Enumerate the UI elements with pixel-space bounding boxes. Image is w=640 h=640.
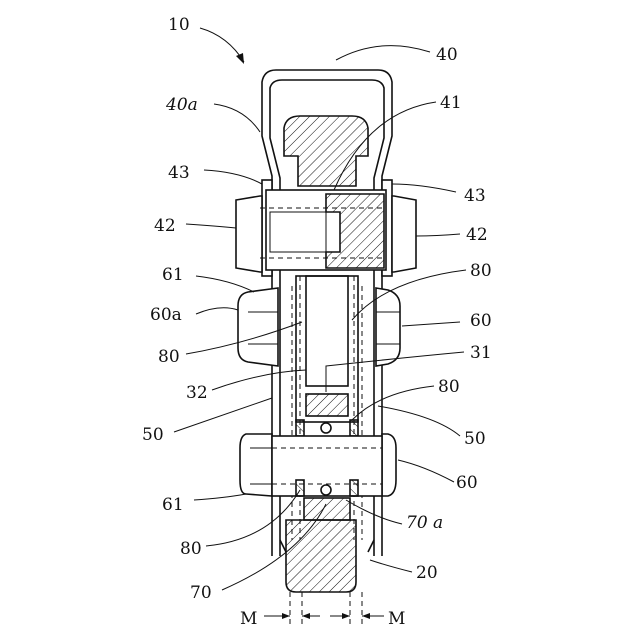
label-42-right: 42 <box>466 225 488 245</box>
label-40: 40 <box>436 45 458 65</box>
label-32: 32 <box>186 383 208 403</box>
label-20: 20 <box>416 563 438 583</box>
label-80-top: 80 <box>470 261 492 281</box>
label-70a: 70 a <box>406 513 443 533</box>
label-m-right: M <box>388 609 405 629</box>
wheel-20 <box>286 520 356 592</box>
label-60-right: 60 <box>470 311 492 331</box>
block-41 <box>284 116 368 186</box>
label-43-right: 43 <box>464 186 486 206</box>
label-61-top: 61 <box>162 265 184 285</box>
label-80-mid: 80 <box>438 377 460 397</box>
label-41: 41 <box>440 93 462 113</box>
label-80-left: 80 <box>158 347 180 367</box>
dimension-m <box>264 592 384 624</box>
label-61-bottom: 61 <box>162 495 184 515</box>
label-43-left: 43 <box>168 163 190 183</box>
flange-edge-left <box>280 540 286 552</box>
label-31: 31 <box>470 343 492 363</box>
label-42-left: 42 <box>154 216 176 236</box>
label-60a: 60a <box>150 305 182 325</box>
label-10: 10 <box>168 15 190 35</box>
nut-60-lower <box>240 434 396 496</box>
label-50-right: 50 <box>464 429 486 449</box>
label-70: 70 <box>190 583 212 603</box>
label-80-bottom: 80 <box>180 539 202 559</box>
label-60-bottom: 60 <box>456 473 478 493</box>
label-40a: 40a <box>165 95 198 115</box>
label-50-left: 50 <box>142 425 164 445</box>
flange-edge-right <box>368 540 374 552</box>
label-m-left: M <box>240 609 257 629</box>
